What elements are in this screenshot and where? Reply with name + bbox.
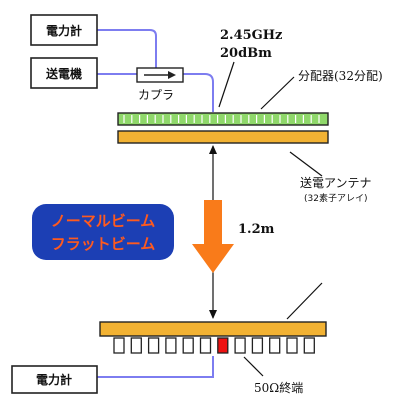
rx-element — [113, 337, 125, 354]
rx-element — [286, 337, 298, 354]
down-arrow-icon — [192, 200, 234, 273]
rx-element — [165, 337, 177, 354]
power-meter-top: 電力計 — [30, 14, 98, 46]
splitter-label: 分配器(32分配) — [298, 69, 383, 83]
coupler: カプラ — [136, 67, 184, 102]
termination-label: 50Ω終端 — [254, 380, 303, 395]
tx-antenna-leader-line — [289, 151, 323, 177]
tx-antenna-label: 送電アンテナ — [300, 175, 372, 190]
rx-element — [234, 337, 246, 354]
beam-mode-normal: ノーマルビーム — [51, 212, 156, 230]
tx-antenna — [117, 130, 329, 144]
frequency-label: 2.45GHz — [220, 28, 282, 43]
distance-label: 1.2m — [238, 222, 275, 237]
splitter-ports — [123, 115, 320, 123]
power-meter-cable — [97, 29, 157, 78]
rx-element — [303, 337, 315, 354]
rx-element — [130, 337, 142, 354]
power-leader-line — [218, 61, 235, 108]
power-meter-bottom-label: 電力計 — [36, 372, 72, 387]
coupler-label: カプラ — [138, 88, 174, 102]
power-meter-top-label: 電力計 — [46, 23, 82, 38]
rx-element — [182, 337, 194, 354]
tx-antenna-sublabel: (32素子アレイ) — [304, 192, 367, 204]
splitter-board — [117, 112, 329, 126]
rx-antenna-leader-line — [286, 282, 323, 320]
rx-element — [199, 337, 212, 354]
power-meter-bottom: 電力計 — [11, 365, 98, 394]
rx-elements — [113, 337, 315, 354]
termination-leader-line — [243, 356, 264, 377]
rx-element — [269, 337, 281, 354]
transmitter-cable — [97, 73, 214, 112]
receiver-cable — [97, 356, 214, 378]
rx-antenna — [99, 321, 327, 354]
rx-element — [251, 337, 264, 354]
power-level-label: 20dBm — [220, 46, 272, 61]
beam-mode-banner: ノーマルビーム フラットビーム — [32, 204, 174, 260]
splitter-leader-line — [260, 76, 295, 110]
rx-element — [147, 337, 160, 354]
transmitter-label: 送電機 — [45, 66, 82, 81]
right-arrow-icon — [144, 71, 176, 79]
transmitter: 送電機 — [30, 57, 98, 89]
rx-element-measured — [217, 337, 229, 354]
beam-mode-flat: フラットビーム — [51, 235, 156, 253]
